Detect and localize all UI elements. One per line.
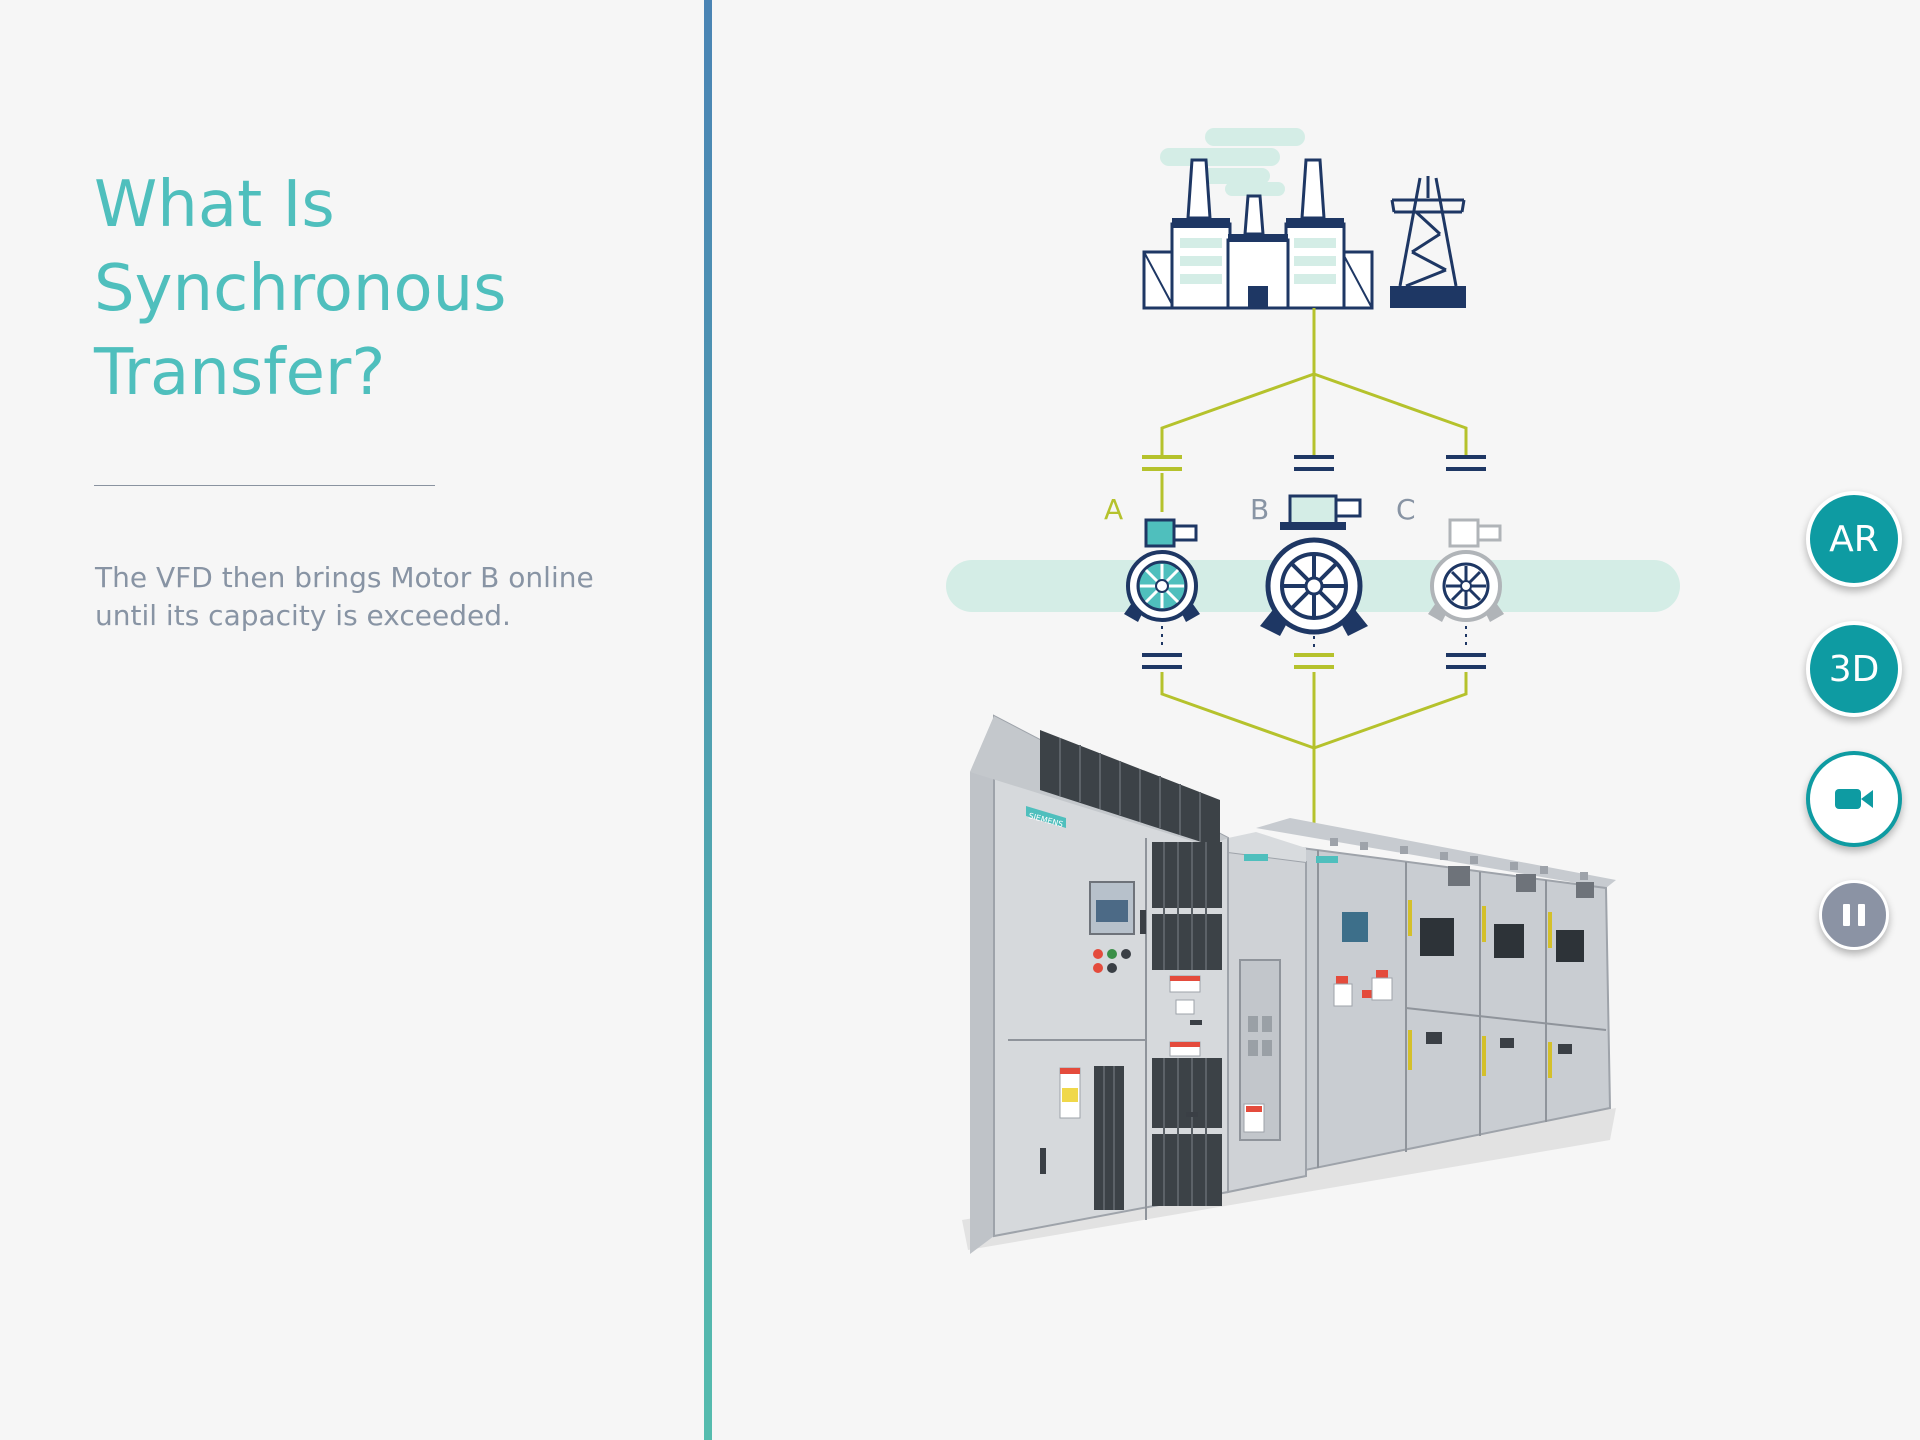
- motor-c-icon: [1428, 518, 1504, 622]
- vfd-switchgear-cabinet: [962, 714, 1616, 1254]
- drive-bus-lines: [1160, 672, 1468, 830]
- panel-divider: [704, 0, 712, 1440]
- diagram-area: A B C: [712, 0, 1920, 1440]
- ar-label: AR: [1829, 518, 1879, 560]
- transmission-tower-icon: [1390, 176, 1466, 308]
- video-button[interactable]: [1806, 751, 1902, 847]
- video-camera-icon: [1835, 789, 1873, 809]
- breaker-a-top: [1142, 455, 1182, 471]
- breaker-c-top: [1446, 455, 1486, 471]
- 3d-label: 3D: [1828, 648, 1880, 690]
- synchronous-transfer-diagram: A B C: [946, 128, 1680, 1254]
- pause-icon: [1843, 904, 1865, 926]
- motor-output-stubs: [1161, 626, 1467, 650]
- page-title: What Is Synchronous Transfer?: [94, 163, 654, 415]
- description-text: The VFD then brings Motor B online until…: [95, 561, 594, 632]
- motor-label-a: A: [1104, 493, 1123, 526]
- power-plant-icon: [1142, 128, 1374, 310]
- title-line-1: What Is: [94, 168, 335, 242]
- title-divider: [94, 485, 435, 486]
- motor-b-icon: [1260, 494, 1368, 636]
- breaker-b-bottom: [1294, 653, 1334, 669]
- breaker-c-bottom: [1446, 653, 1486, 669]
- motor-a-icon: [1124, 518, 1200, 622]
- motor-label-c: C: [1396, 493, 1416, 526]
- breaker-b-top: [1294, 455, 1334, 471]
- title-line-3: Transfer?: [94, 336, 386, 410]
- title-line-2: Synchronous: [94, 252, 507, 326]
- supply-bus-lines: [1160, 308, 1468, 512]
- siemens-badge-middle: [1244, 854, 1268, 861]
- ar-button[interactable]: AR: [1806, 491, 1902, 587]
- left-panel: What Is Synchronous Transfer? The VFD th…: [0, 0, 704, 1440]
- 3d-view-button[interactable]: 3D: [1806, 621, 1902, 717]
- pause-button[interactable]: [1819, 880, 1889, 950]
- siemens-badge-right: [1316, 856, 1338, 863]
- motor-label-b: B: [1250, 493, 1269, 526]
- breaker-a-bottom: [1142, 653, 1182, 669]
